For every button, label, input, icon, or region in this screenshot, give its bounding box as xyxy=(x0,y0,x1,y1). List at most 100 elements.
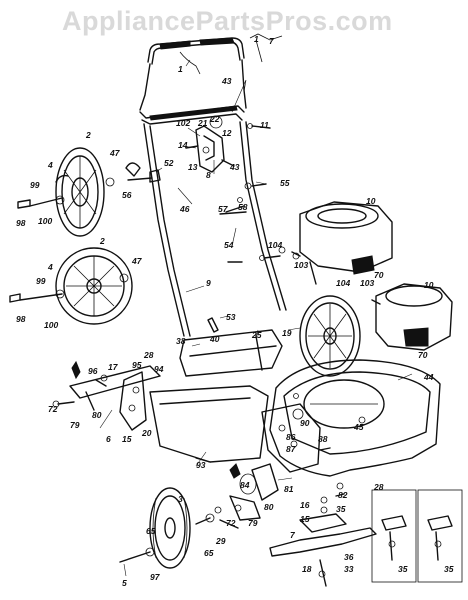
callout-label: 84 xyxy=(240,480,250,490)
callout-label: 4 xyxy=(47,160,53,170)
lower-handle xyxy=(139,105,287,337)
callout-label: 35 xyxy=(444,564,454,574)
callout-label: 72 xyxy=(48,404,58,414)
callout-label: 3 xyxy=(178,494,183,504)
callout-label: 10 xyxy=(366,196,376,206)
callout-label: 79 xyxy=(70,420,80,430)
callout-label: 5 xyxy=(122,578,127,588)
callout-label: 88 xyxy=(318,434,328,444)
callout-label: 47 xyxy=(131,256,143,266)
rear-axle-bracket xyxy=(261,403,331,473)
callout-label: 55 xyxy=(280,178,290,188)
callout-label: 103 xyxy=(294,260,308,270)
callout-label: 98 xyxy=(16,314,26,324)
callout-label: 9 xyxy=(206,278,211,288)
callout-label: 40 xyxy=(209,334,220,344)
callout-label: 100 xyxy=(38,216,52,226)
callout-label: 98 xyxy=(16,218,26,228)
callout-label: 79 xyxy=(248,518,258,528)
front-wheel-lower xyxy=(9,247,133,325)
callout-label: 2 xyxy=(99,236,105,246)
callout-label: 35 xyxy=(398,564,408,574)
callout-label: 25 xyxy=(251,330,262,340)
callout-label: 99 xyxy=(36,276,46,286)
discharge-chute xyxy=(149,385,269,463)
callout-label: 8 xyxy=(206,170,211,180)
callout-label: 54 xyxy=(224,240,234,250)
callout-label: 53 xyxy=(226,312,236,322)
callout-label: 33 xyxy=(344,564,354,574)
callout-label: 7 xyxy=(290,530,296,540)
callout-label: 10 xyxy=(424,280,434,290)
inset-left xyxy=(371,489,417,583)
callout-label: 1 xyxy=(178,64,183,74)
callout-label: 65 xyxy=(204,548,214,558)
callout-label: 4 xyxy=(47,262,53,272)
callout-label: 15 xyxy=(122,434,132,444)
callout-label: 93 xyxy=(196,460,206,470)
callout-label: 28 xyxy=(143,350,154,360)
callout-label: 35 xyxy=(336,504,346,514)
callout-label: 18 xyxy=(302,564,312,574)
callout-label: 22 xyxy=(209,114,220,124)
callout-label: 19 xyxy=(282,328,292,338)
callout-label: 86 xyxy=(286,432,296,442)
callout-label: 57 xyxy=(218,204,229,214)
callout-label: 38 xyxy=(176,336,186,346)
callout-label: 103 xyxy=(360,278,374,288)
callout-label: 36 xyxy=(344,552,354,562)
callout-label: 99 xyxy=(30,180,40,190)
callout-label: 2 xyxy=(85,130,91,140)
callout-label: 15 xyxy=(300,514,310,524)
callout-label: 56 xyxy=(122,190,132,200)
callout-label: 7 xyxy=(269,36,275,46)
engine-upper xyxy=(278,201,393,285)
callout-label: 43 xyxy=(221,76,232,86)
mower-deck xyxy=(269,359,441,477)
callout-label: 87 xyxy=(286,444,297,454)
callout-label: 90 xyxy=(300,418,310,428)
rear-wheel-right xyxy=(299,295,361,377)
callout-label: 72 xyxy=(226,518,236,528)
callout-label: 29 xyxy=(215,536,226,546)
callout-label: 44 xyxy=(423,372,434,382)
rear-door xyxy=(179,329,283,377)
upper-handle xyxy=(139,37,247,111)
callout-labels: 1 7 1 43 2 102 22 21 14 12 11 13 43 8 4 … xyxy=(16,34,454,588)
callout-label: 70 xyxy=(418,350,428,360)
callout-label: 12 xyxy=(222,128,232,138)
callout-label: 16 xyxy=(300,500,310,510)
callout-label: 47 xyxy=(109,148,121,158)
callout-label: 100 xyxy=(44,320,58,330)
callout-label: 102 xyxy=(176,118,190,128)
callout-label: 20 xyxy=(141,428,152,438)
callout-label: 17 xyxy=(108,362,119,372)
callout-label: 6 xyxy=(106,434,111,444)
callout-label: 82 xyxy=(338,490,348,500)
front-wheel-upper xyxy=(17,147,115,237)
callout-label: 45 xyxy=(353,422,364,432)
callout-leaders xyxy=(99,59,413,577)
callout-label: 21 xyxy=(197,118,208,128)
callout-label: 58 xyxy=(238,202,248,212)
callout-label: 80 xyxy=(264,502,274,512)
callout-label: 97 xyxy=(150,572,161,582)
callout-label: 104 xyxy=(268,240,282,250)
inset-right xyxy=(417,489,463,583)
callout-label: 14 xyxy=(178,140,188,150)
callout-label: 65 xyxy=(146,526,156,536)
callout-label: 95 xyxy=(132,360,142,370)
callout-label: 46 xyxy=(179,204,190,214)
callout-label: 94 xyxy=(154,364,164,374)
callout-label: 81 xyxy=(284,484,294,494)
callout-label: 80 xyxy=(92,410,102,420)
callout-label: 96 xyxy=(88,366,98,376)
blade-assembly xyxy=(269,482,377,587)
callout-label: 70 xyxy=(374,270,384,280)
callout-label: 1 xyxy=(254,34,259,44)
callout-label: 11 xyxy=(260,120,269,130)
callout-label: 13 xyxy=(188,162,198,172)
hardware-bolts xyxy=(125,123,281,333)
height-adjuster xyxy=(52,360,161,431)
